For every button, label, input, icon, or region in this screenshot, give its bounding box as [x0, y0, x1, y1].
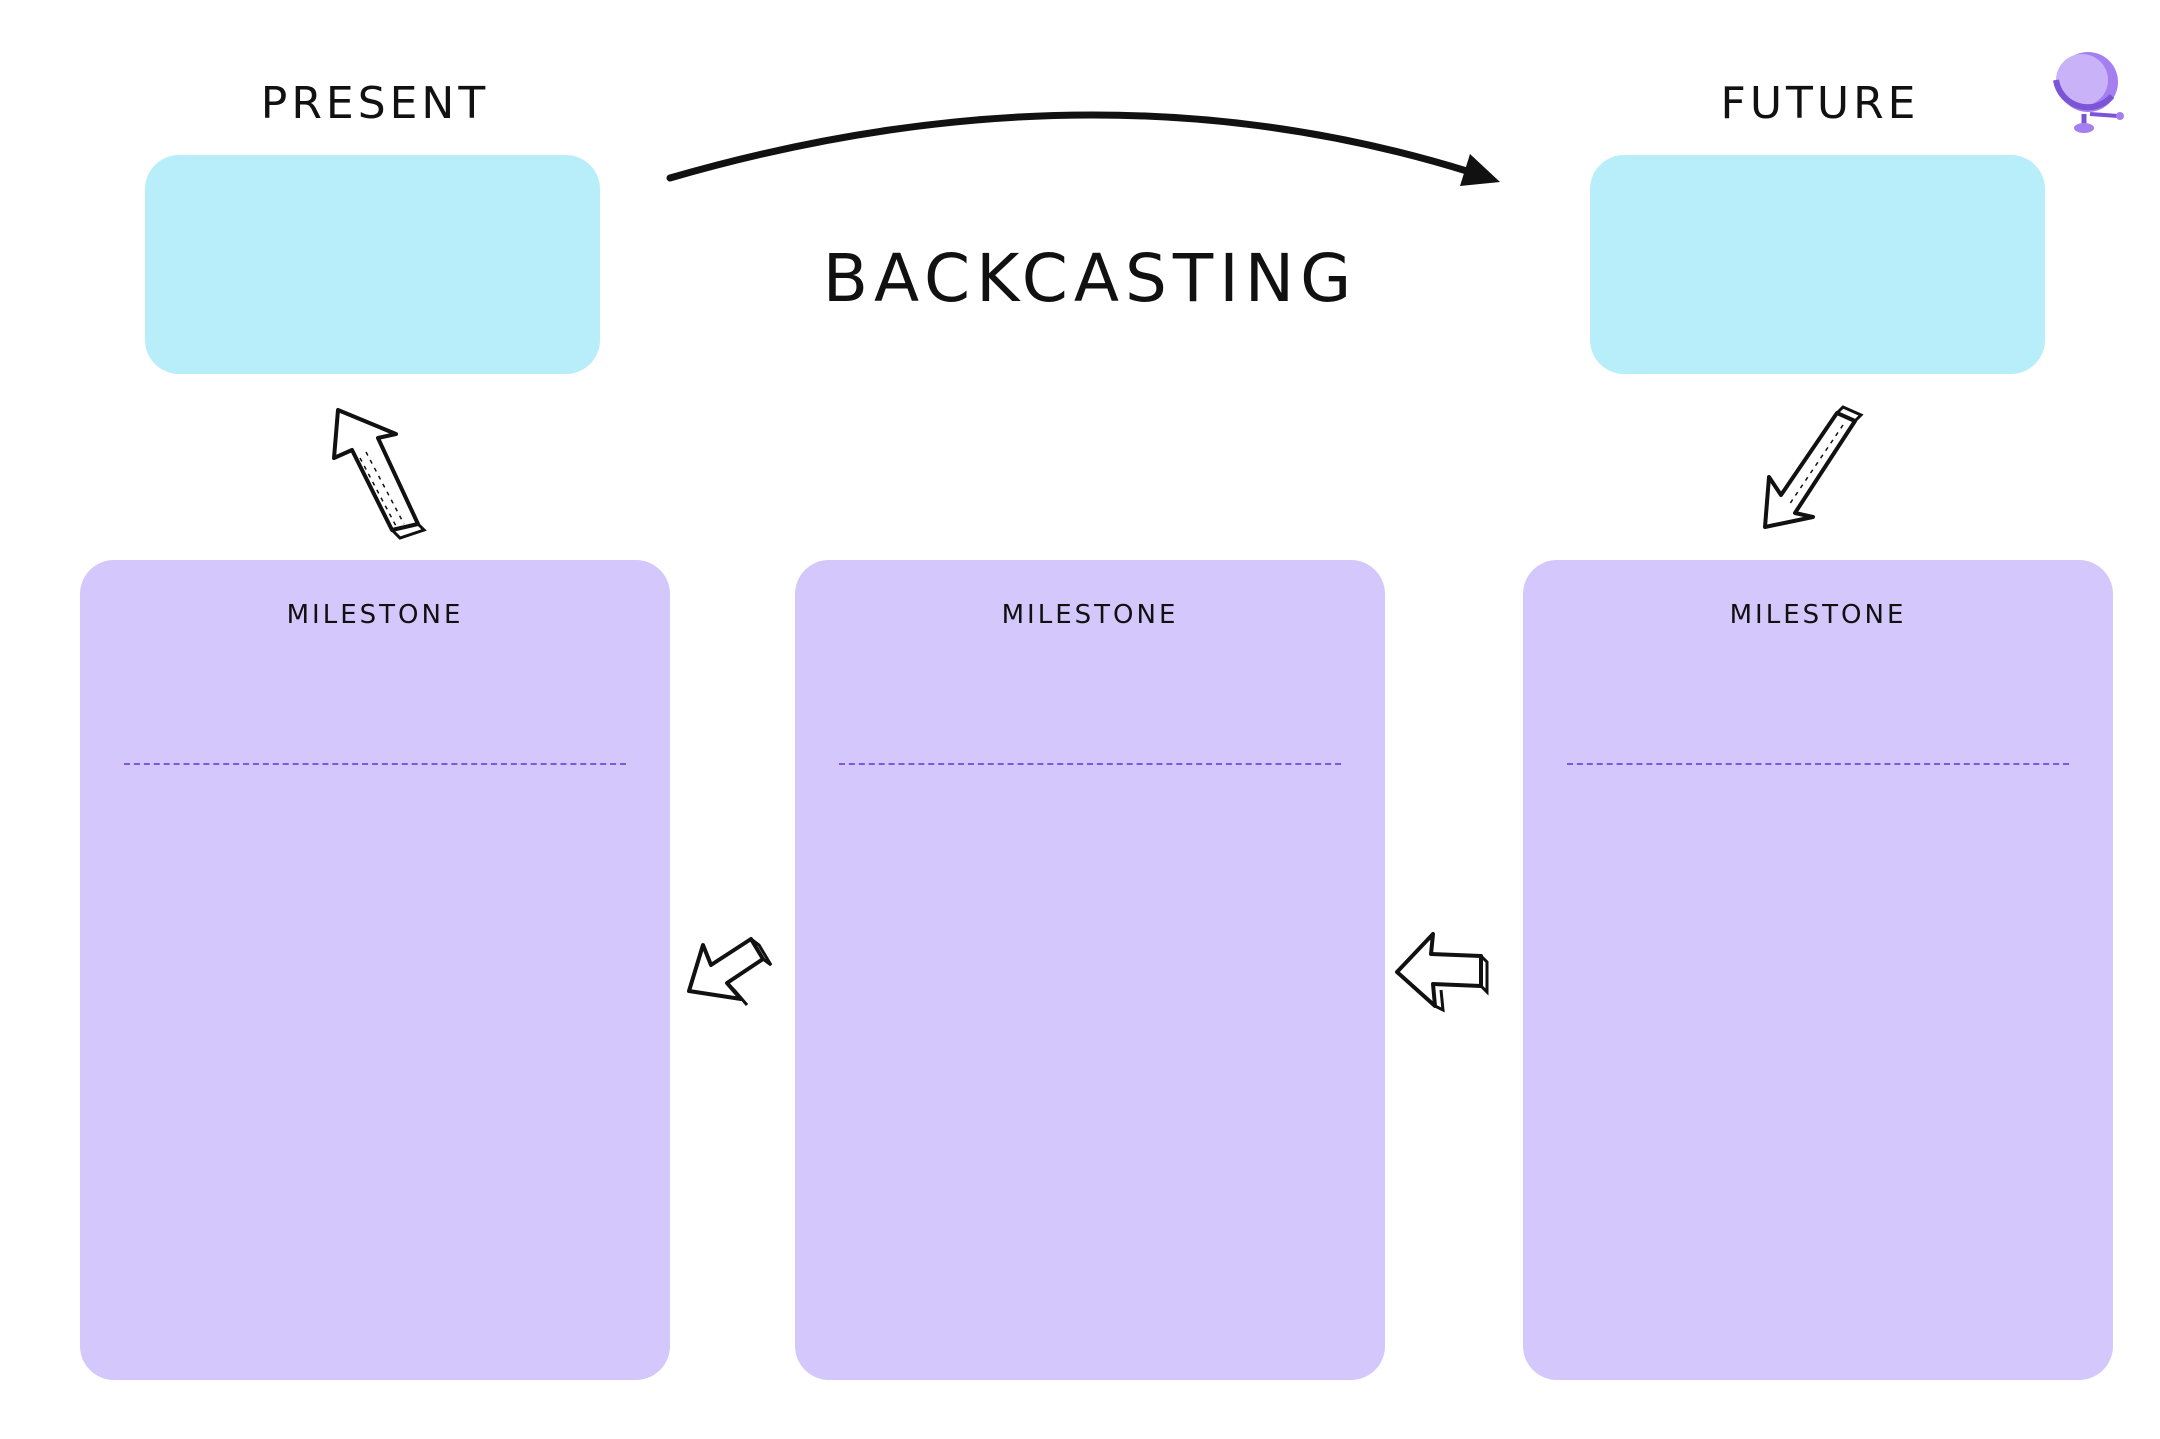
present-box[interactable]	[145, 155, 600, 374]
future-box[interactable]	[1590, 155, 2045, 374]
future-heading: FUTURE	[1720, 78, 1920, 129]
milestone-card-2[interactable]: MILESTONE	[795, 560, 1385, 1380]
milestone-divider	[124, 763, 626, 765]
milestone-card-1[interactable]: MILESTONE	[80, 560, 670, 1380]
milestone-label: MILESTONE	[1729, 600, 1907, 630]
milestone-label: MILESTONE	[286, 600, 464, 630]
milestone-divider	[839, 763, 1341, 765]
milestone-divider	[1567, 763, 2069, 765]
sketch-arrow-down-icon	[1763, 405, 1864, 529]
milestone-label: MILESTONE	[1001, 600, 1179, 630]
present-heading: PRESENT	[260, 78, 490, 129]
milestone-card-3[interactable]: MILESTONE	[1523, 560, 2113, 1380]
sketch-arrow-up-icon	[332, 408, 427, 540]
sketch-arrow-left-icon	[687, 937, 773, 1006]
sketch-arrow-left-icon	[1395, 932, 1489, 1013]
diagram-title: BACKCASTING	[822, 240, 1358, 317]
globe-logo-icon	[2053, 52, 2124, 133]
